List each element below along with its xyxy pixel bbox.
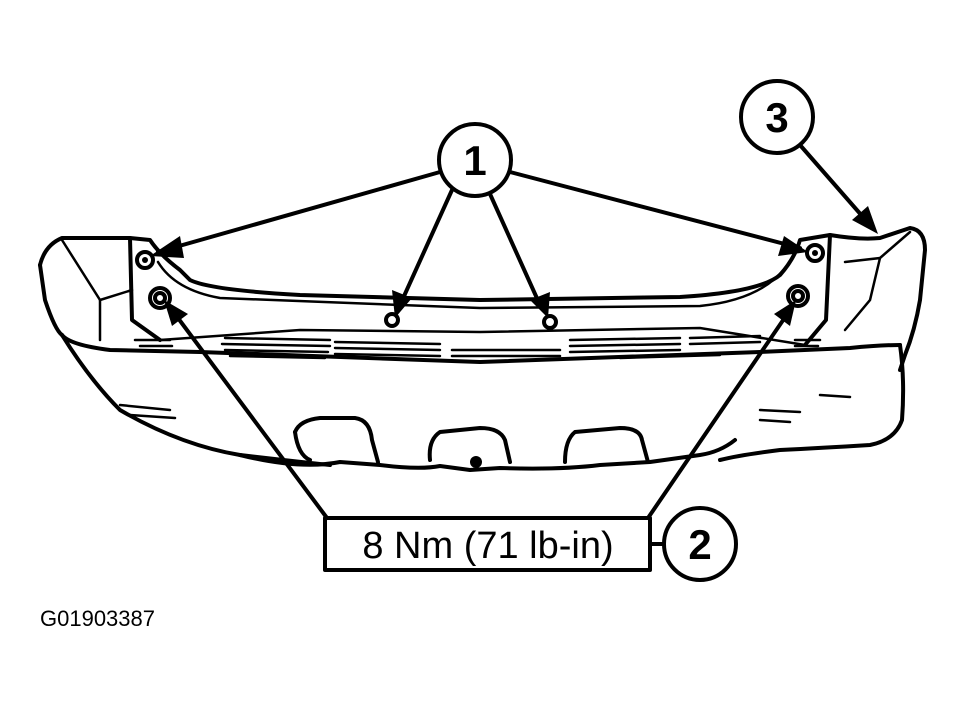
figure-id: G01903387 bbox=[40, 606, 155, 631]
callout-3: 3 bbox=[739, 79, 878, 234]
callout-1-circle bbox=[437, 122, 513, 198]
bolt-left bbox=[148, 286, 172, 310]
torque-spec: 8 Nm (71 lb-in) bbox=[164, 300, 796, 572]
push-pin-center-right bbox=[542, 314, 558, 330]
bumper-cover bbox=[38, 226, 927, 472]
callout-3-circle bbox=[739, 79, 815, 155]
callout-2-circle bbox=[662, 506, 738, 582]
push-pin-left bbox=[135, 250, 155, 270]
callout-2: 2 bbox=[662, 506, 738, 582]
bolt-right bbox=[786, 284, 810, 308]
callout-3-label: 3 bbox=[765, 94, 788, 141]
torque-label: 8 Nm (71 lb-in) bbox=[362, 525, 613, 567]
push-pin-right bbox=[805, 243, 825, 263]
push-pin-center-left bbox=[384, 312, 400, 328]
callout-1-label: 1 bbox=[463, 137, 486, 184]
callout-1: 1 bbox=[150, 122, 808, 318]
bumper-ribs bbox=[133, 334, 822, 360]
callout-2-label: 2 bbox=[688, 521, 711, 568]
fasteners bbox=[135, 243, 825, 330]
